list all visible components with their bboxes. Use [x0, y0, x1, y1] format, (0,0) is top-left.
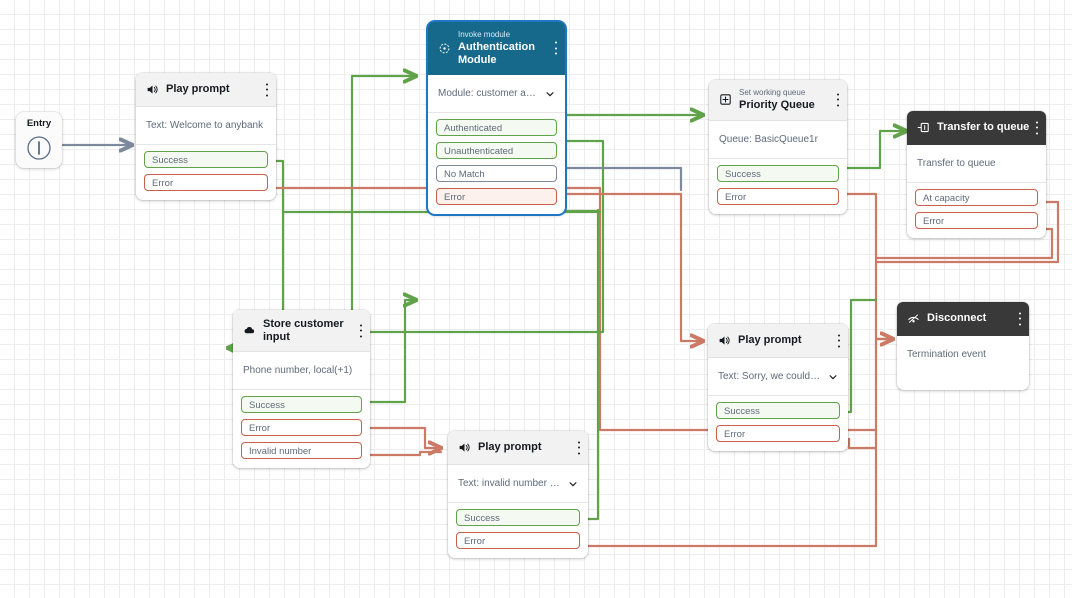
node-play-prompt-invalid[interactable]: Play prompt Text: invalid number or s...…	[448, 431, 588, 558]
entry-node[interactable]: Entry	[16, 112, 62, 168]
edge-store-invalid-to-invalid-prompt	[368, 450, 443, 457]
node-title: Authentication Module	[458, 41, 535, 66]
node-header[interactable]: Store customer input	[233, 310, 370, 352]
node-menu-icon[interactable]	[836, 93, 839, 107]
node-ports: Success Error	[709, 159, 847, 214]
node-menu-icon[interactable]	[1035, 121, 1038, 134]
edge-queue-error-to-disconnect	[845, 192, 895, 341]
node-ports: Success Error Invalid number	[233, 390, 370, 468]
port-error[interactable]: Error	[456, 532, 580, 549]
set-working-queue-icon	[720, 94, 731, 105]
node-menu-icon[interactable]	[577, 441, 580, 454]
port-at-capacity[interactable]: At capacity	[915, 189, 1038, 206]
node-subtitle: Set working queue	[739, 88, 806, 97]
node-ports: Success Error	[136, 145, 276, 200]
node-title: Play prompt	[166, 83, 230, 96]
node-body: Phone number, local(+1)	[233, 352, 370, 390]
edge-auth-nomatch	[564, 166, 683, 192]
port-success[interactable]: Success	[456, 509, 580, 526]
node-body-text: Module: customer authen...	[438, 88, 539, 99]
port-error[interactable]: Error	[241, 419, 362, 436]
edge-queue-success-to-transfer	[845, 131, 906, 170]
port-success[interactable]: Success	[144, 151, 268, 168]
node-title: Disconnect	[927, 312, 987, 325]
port-error[interactable]: Error	[716, 425, 840, 442]
node-ports: At capacity Error	[907, 183, 1046, 238]
node-body: Text: Welcome to anybank	[136, 107, 276, 145]
port-no-match[interactable]: No Match	[436, 165, 557, 182]
node-title: Play prompt	[738, 334, 802, 347]
node-play-prompt-welcome[interactable]: Play prompt Text: Welcome to anybank Suc…	[136, 73, 276, 200]
node-title: Play prompt	[478, 441, 542, 454]
node-header[interactable]: Invoke module Authentication Module	[428, 22, 565, 75]
chevron-down-icon[interactable]	[568, 479, 578, 489]
node-body: Queue: BasicQueue1r	[709, 121, 847, 159]
port-success[interactable]: Success	[241, 396, 362, 413]
node-body-text: Text: invalid number or s...	[458, 478, 562, 489]
transfer-to-queue-icon	[917, 122, 929, 133]
store-input-icon	[244, 326, 255, 334]
port-success[interactable]: Success	[716, 402, 840, 419]
node-body-text: Transfer to queue	[917, 158, 996, 169]
node-menu-icon[interactable]	[265, 83, 268, 96]
node-body: Termination event	[897, 336, 1029, 390]
port-success[interactable]: Success	[717, 164, 839, 182]
node-header[interactable]: Transfer to queue	[907, 111, 1046, 145]
disconnect-icon	[908, 314, 919, 323]
node-body[interactable]: Module: customer authen...	[428, 75, 565, 113]
flow-start-icon	[27, 136, 51, 160]
edge-store-error-to-invalid	[368, 426, 441, 448]
node-ports: Authenticated Unauthenticated No Match E…	[428, 113, 565, 214]
node-ports: Success Error	[448, 503, 588, 558]
speaker-icon	[719, 336, 730, 345]
port-authenticated[interactable]: Authenticated	[436, 119, 557, 136]
node-ports: Success Error	[708, 396, 848, 451]
node-title: Priority Queue	[739, 99, 815, 111]
node-body[interactable]: Text: invalid number or s...	[448, 465, 588, 503]
node-transfer-to-queue[interactable]: Transfer to queue Transfer to queue At c…	[907, 111, 1046, 238]
node-header[interactable]: Set working queue Priority Queue	[709, 80, 847, 121]
node-header[interactable]: Play prompt	[448, 431, 588, 465]
node-body-text: Queue: BasicQueue1r	[719, 133, 818, 145]
node-menu-icon[interactable]	[1018, 312, 1021, 325]
chevron-down-icon[interactable]	[828, 372, 838, 382]
port-error[interactable]: Error	[436, 188, 557, 205]
node-body: Transfer to queue	[907, 145, 1046, 183]
node-body-text: Text: Welcome to anybank	[146, 120, 264, 131]
speaker-icon	[459, 443, 470, 452]
port-error[interactable]: Error	[144, 174, 268, 191]
edge-store-success-to-auth	[368, 300, 416, 404]
node-authentication-module[interactable]: Invoke module Authentication Module Modu…	[428, 22, 565, 214]
port-invalid-number[interactable]: Invalid number	[241, 442, 362, 459]
port-error[interactable]: Error	[915, 212, 1038, 229]
node-header[interactable]: Disconnect	[897, 302, 1029, 336]
edge-auth-error-to-sorry	[564, 192, 703, 341]
node-header[interactable]: Play prompt	[708, 324, 848, 358]
node-title: Transfer to queue	[937, 121, 1030, 134]
port-unauthenticated[interactable]: Unauthenticated	[436, 142, 557, 159]
speaker-icon	[147, 85, 158, 94]
node-menu-icon[interactable]	[837, 334, 840, 347]
node-menu-icon[interactable]	[554, 41, 557, 55]
node-priority-queue[interactable]: Set working queue Priority Queue Queue: …	[709, 80, 847, 214]
node-subtitle: Invoke module	[458, 30, 511, 39]
node-body-text: Text: Sorry, we could not...	[718, 371, 822, 382]
chevron-down-icon[interactable]	[545, 89, 555, 99]
node-body-text: Phone number, local(+1)	[243, 365, 353, 376]
node-title: Store customer input	[263, 318, 344, 343]
node-body[interactable]: Text: Sorry, we could not...	[708, 358, 848, 396]
node-menu-icon[interactable]	[359, 324, 362, 337]
node-body-text: Termination event	[907, 349, 986, 360]
node-play-prompt-sorry[interactable]: Play prompt Text: Sorry, we could not...…	[708, 324, 848, 451]
node-store-customer-input[interactable]: Store customer input Phone number, local…	[233, 310, 370, 468]
node-header[interactable]: Play prompt	[136, 73, 276, 107]
port-error[interactable]: Error	[717, 187, 839, 205]
entry-label: Entry	[26, 118, 52, 129]
invoke-module-icon	[439, 43, 450, 53]
node-disconnect[interactable]: Disconnect Termination event	[897, 302, 1029, 390]
